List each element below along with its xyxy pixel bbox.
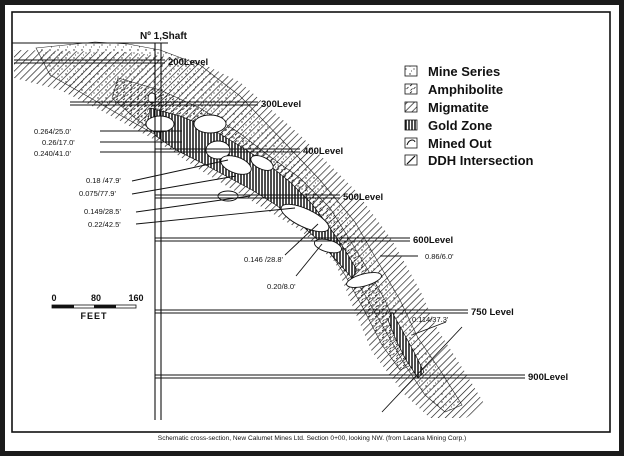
level-label: 750 Level [471, 307, 514, 318]
legend-swatch-mined-out [404, 137, 418, 149]
level-label: 400Level [303, 146, 343, 157]
level-label: 300Level [261, 99, 301, 110]
mined-out-stope [220, 155, 252, 175]
mined-out-stope [313, 238, 343, 254]
ddh-line [381, 326, 463, 413]
legend-swatch-amphibolite [404, 83, 418, 95]
level-label: 200Level [168, 57, 208, 68]
legend-label: DDH Intersection [428, 153, 534, 168]
ddh-line [135, 207, 296, 225]
ddh-lines [100, 130, 463, 413]
assay-label: 0.26/17.0' [42, 138, 75, 147]
drawing-border [11, 11, 611, 433]
scale-bar: 0 80 160 FEET [51, 293, 143, 321]
legend-label: Amphibolite [428, 82, 503, 97]
scale-tick-label: 0 [51, 293, 56, 303]
legend-label: Mine Series [428, 64, 500, 79]
legend-label: Migmatite [428, 100, 489, 115]
level-label: 500Level [343, 192, 383, 203]
migmatite-hanging-wall [14, 50, 485, 418]
assay-label: 0.149/28.5' [84, 207, 121, 216]
ddh-line [131, 159, 229, 182]
assay-label: 0.240/41.0' [34, 149, 71, 158]
legend-label: Gold Zone [428, 118, 492, 133]
labels: Nº 1,Shaft 200Level 300Level 400Level 50… [34, 31, 568, 383]
legend-swatch-gold-zone [404, 119, 418, 131]
assay-label: 0.22/42.5' [88, 220, 121, 229]
assay-label: 0.20/8.0' [267, 282, 296, 291]
mined-out-stope [193, 114, 227, 134]
assay-label: 0.264/25.0' [34, 127, 71, 136]
ddh-line [284, 223, 319, 256]
assay-label: 0.146 /28.8' [244, 255, 284, 264]
scale-tick-label: 80 [91, 293, 101, 303]
scale-tick-label: 160 [128, 293, 143, 303]
mined-out-stope [145, 115, 175, 133]
caption: Schematic cross-section, New Calumet Min… [158, 435, 466, 442]
ddh-line [131, 175, 237, 195]
level-label: 900Level [528, 372, 568, 383]
mined-out-stope [346, 272, 382, 288]
mined-out-stope [205, 140, 231, 160]
legend-swatch-mined-out [406, 139, 416, 146]
mined-out-stope [147, 92, 157, 104]
legend: Mine Series Amphibolite Migmatite Gold Z… [404, 64, 534, 168]
ddh-line [135, 195, 251, 213]
mined-out-stope [250, 155, 274, 171]
mine-workings [12, 42, 525, 420]
legend-label: Mined Out [428, 136, 492, 151]
gold-zone-band [147, 107, 358, 279]
scale-bar-segment [94, 305, 116, 308]
scale-bar-segment [52, 305, 74, 308]
shaft-label: Nº 1,Shaft [140, 31, 188, 42]
legend-swatch-ddh [406, 155, 416, 165]
assay-label: 0.114/37.3' [412, 315, 449, 324]
legend-swatch-migmatite [404, 101, 418, 113]
assay-label: 0.18 /47.9' [86, 176, 121, 185]
level-label: 600Level [413, 235, 453, 246]
ddh-line [295, 243, 323, 277]
assay-label: 0.075/77.9' [79, 189, 116, 198]
legend-swatch-mine-series [404, 65, 418, 77]
assay-label: 0.86/6.0' [425, 252, 454, 261]
ddh-line [411, 321, 447, 336]
scale-unit: FEET [80, 311, 107, 321]
